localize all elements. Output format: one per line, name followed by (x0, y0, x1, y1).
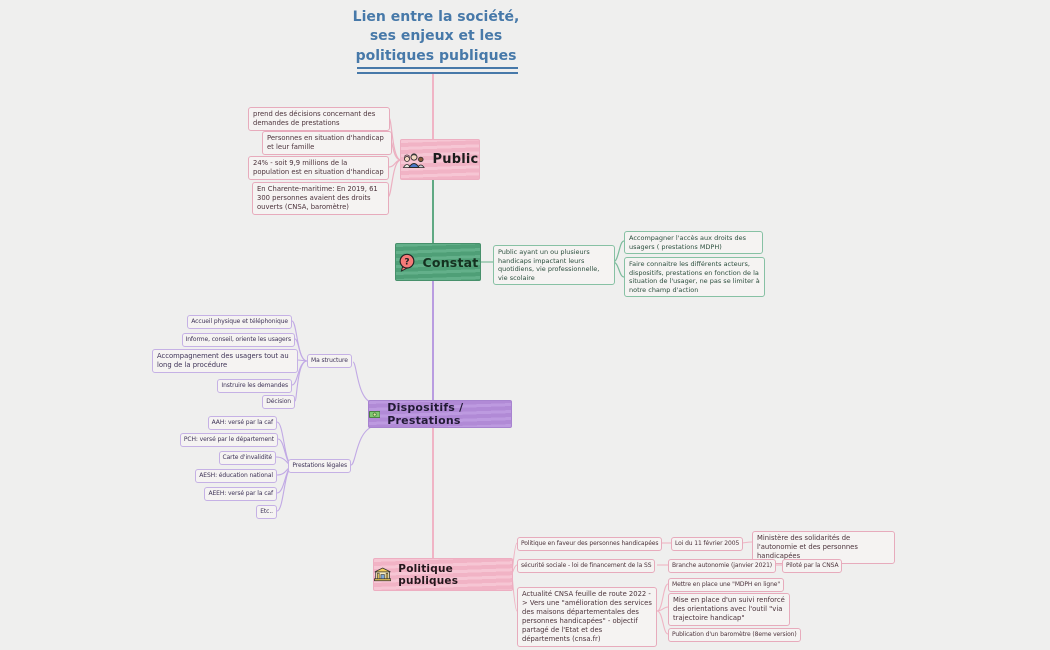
map-title[interactable]: Lien entre la société, ses enjeux et les… (352, 8, 520, 66)
map-title-line1: Lien entre la société, (352, 9, 520, 25)
branch-public-decisions[interactable]: prend des décisions concernant des deman… (248, 107, 390, 131)
node-dispositifs[interactable]: Dispositifs / Prestations (368, 400, 512, 428)
branch-loi-2005[interactable]: Loi du 11 février 2005 (671, 537, 744, 551)
branch-aah[interactable]: AAH: versé par la caf (207, 416, 277, 430)
branch-ma-structure[interactable]: Ma structure (307, 354, 352, 368)
branch-actualite-cnsa[interactable]: Actualité CNSA feuille de route 2022 -> … (517, 587, 657, 647)
branch-via-trajectoire[interactable]: Mise en place d'un suivi renforcé des or… (668, 593, 790, 626)
branch-etc[interactable]: Etc.. (256, 505, 277, 519)
branch-accompagnement[interactable]: Accompagnement des usagers tout au long … (152, 349, 298, 373)
branch-public-charente[interactable]: En Charente-maritime: En 2019, 61 300 pe… (252, 182, 389, 215)
node-politique[interactable]: Politique publiques (373, 558, 513, 591)
question-bubble-icon: ? (399, 253, 414, 272)
branch-decision[interactable]: Décision (262, 395, 295, 409)
branch-aesh[interactable]: AESH: éducation national (195, 469, 277, 483)
branch-constat-faire-connaitre[interactable]: Faire connaitre les différents acteurs, … (624, 257, 765, 298)
banknote-icon (369, 410, 381, 418)
bank-building-icon (374, 567, 392, 582)
node-constat[interactable]: ? Constat (395, 243, 481, 281)
branch-public-24pct[interactable]: 24% - soit 9,9 millions de la population… (248, 156, 389, 180)
branch-branche-autonomie[interactable]: Branche autonomie (janvier 2021) (668, 559, 777, 573)
branch-constat-accompagner[interactable]: Accompagner l'accès aux droits des usage… (624, 231, 763, 255)
branch-securite-sociale[interactable]: sécurité sociale - loi de financement de… (517, 559, 656, 573)
node-politique-label: Politique publiques (398, 562, 459, 587)
people-group-icon (402, 152, 425, 168)
branch-public-personnes[interactable]: Personnes en situation d'handicap et leu… (262, 131, 392, 155)
node-public-label: Public (432, 152, 479, 167)
branch-informe[interactable]: Informe, conseil, oriente les usagers (181, 333, 295, 347)
node-public[interactable]: Public (400, 139, 480, 180)
branch-pilote-cnsa[interactable]: Piloté par la CNSA (782, 559, 843, 573)
branch-prestations-legales[interactable]: Prestations légales (288, 459, 351, 473)
branch-instruire[interactable]: Instruire les demandes (217, 379, 292, 393)
branch-politique-faveur[interactable]: Politique en faveur des personnes handic… (517, 537, 663, 551)
branch-ministere[interactable]: Ministère des solidarités de l'autonomie… (752, 531, 895, 564)
node-dispositifs-label: Dispositifs / Prestations (387, 401, 464, 427)
map-title-line3: politiques publiques (355, 47, 517, 64)
svg-text:?: ? (404, 257, 409, 267)
branch-barometre[interactable]: Publication d'un baromètre (8eme version… (668, 628, 801, 642)
branch-carte-invalidite[interactable]: Carte d'invalidité (218, 451, 276, 465)
node-constat-label: Constat (422, 254, 479, 270)
branch-constat-main[interactable]: Public ayant un ou plusieurs handicaps i… (493, 245, 615, 286)
branch-accueil[interactable]: Accueil physique et téléphonique (187, 315, 292, 329)
branch-aeeh[interactable]: AEEH: versé par la caf (204, 487, 277, 501)
title-underline (357, 67, 518, 74)
branch-pch[interactable]: PCH: versé par le département (179, 433, 278, 447)
branch-mdph-en-ligne[interactable]: Mettre en place une "MDPH en ligne" (668, 578, 785, 592)
map-title-line2: ses enjeux et les (369, 28, 503, 45)
